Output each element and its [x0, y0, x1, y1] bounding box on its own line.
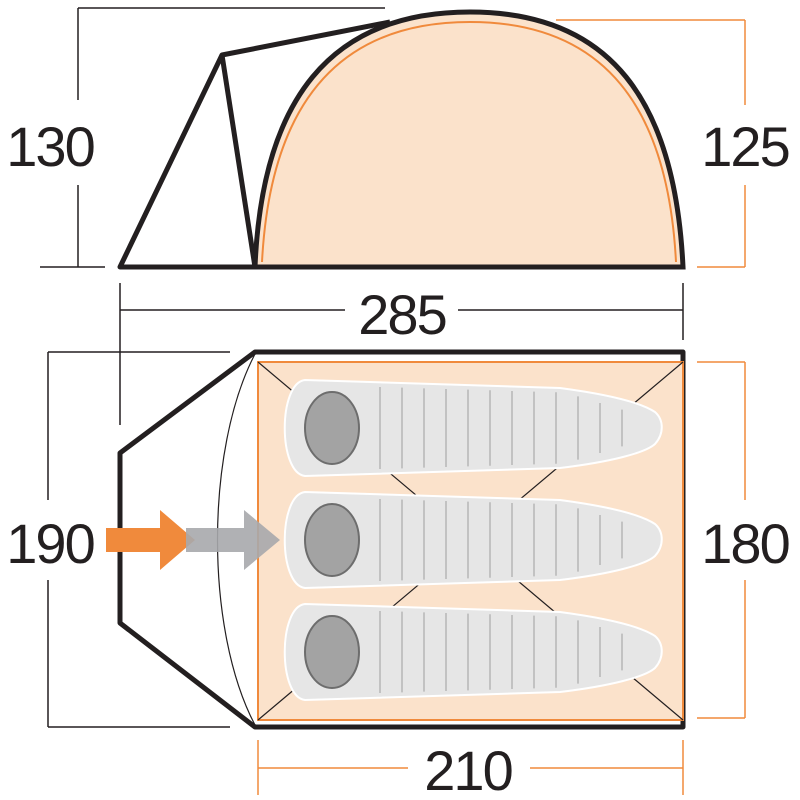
dim-label-125: 125	[701, 115, 788, 178]
dim-180	[697, 361, 746, 719]
inner-dome	[252, 9, 686, 270]
dim-130	[40, 7, 385, 268]
vestibule-side	[117, 52, 258, 270]
dim-285	[119, 283, 684, 425]
sleeping-bag	[283, 490, 663, 590]
dim-label-130: 130	[6, 115, 93, 178]
inner-dome-orange-line	[261, 20, 677, 263]
dim-210	[257, 740, 684, 795]
dim-label-210: 210	[424, 739, 511, 800]
sleeping-bag	[283, 378, 663, 478]
sleeping-bag-hood	[304, 391, 360, 465]
sleeping-bag	[283, 602, 663, 702]
side-view	[117, 9, 686, 270]
sleeping-bag-body	[283, 490, 663, 590]
entry-arrow-grey-icon	[186, 510, 280, 570]
sleeping-bag-hood	[304, 503, 360, 577]
sleeping-bags	[283, 378, 663, 702]
entry-arrow-orange-icon	[106, 510, 195, 570]
dim-125	[556, 19, 746, 268]
dim-190	[47, 351, 230, 728]
dim-label-285: 285	[358, 283, 445, 346]
dim-label-190: 190	[6, 512, 93, 575]
vestibule-ridge	[221, 19, 391, 58]
sleeping-bag-body	[283, 378, 663, 478]
sleeping-bag-body	[283, 602, 663, 702]
dim-label-180: 180	[701, 512, 788, 575]
sleeping-bag-hood	[304, 615, 360, 689]
